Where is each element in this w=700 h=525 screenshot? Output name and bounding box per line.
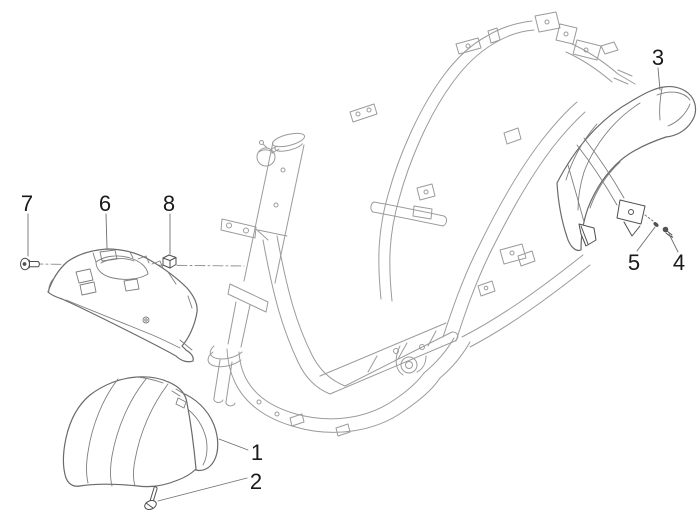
screw-part-4[interactable] [662,226,674,238]
callout-label-1[interactable]: 1 [251,440,263,465]
callout-label-5[interactable]: 5 [628,250,640,275]
front-mudguard-part-1[interactable] [62,376,219,488]
inner-mudguard-part-6[interactable] [47,248,198,363]
rear-mudguard-part-3[interactable] [556,85,697,252]
screw-part-7[interactable] [20,257,40,271]
callout-label-6[interactable]: 6 [99,191,111,216]
pin-part-5[interactable] [644,214,659,227]
leader-line-1 [218,438,249,451]
callout-label-3[interactable]: 3 [652,45,664,70]
callout-label-8[interactable]: 8 [163,191,175,216]
nut-part-8[interactable] [162,254,177,269]
leader-line-3 [657,67,661,91]
leader-line-5 [636,226,656,252]
callout-label-4[interactable]: 4 [673,250,685,275]
callout-label-7[interactable]: 7 [21,191,33,216]
axis-centerline [32,263,245,267]
screw-part-2[interactable] [143,486,158,511]
callout-label-2[interactable]: 2 [250,469,262,494]
scooter-frame-drawing [207,11,636,437]
leader-line-4 [668,233,679,253]
leader-line-2 [157,477,248,502]
leader-line-6 [105,213,108,249]
